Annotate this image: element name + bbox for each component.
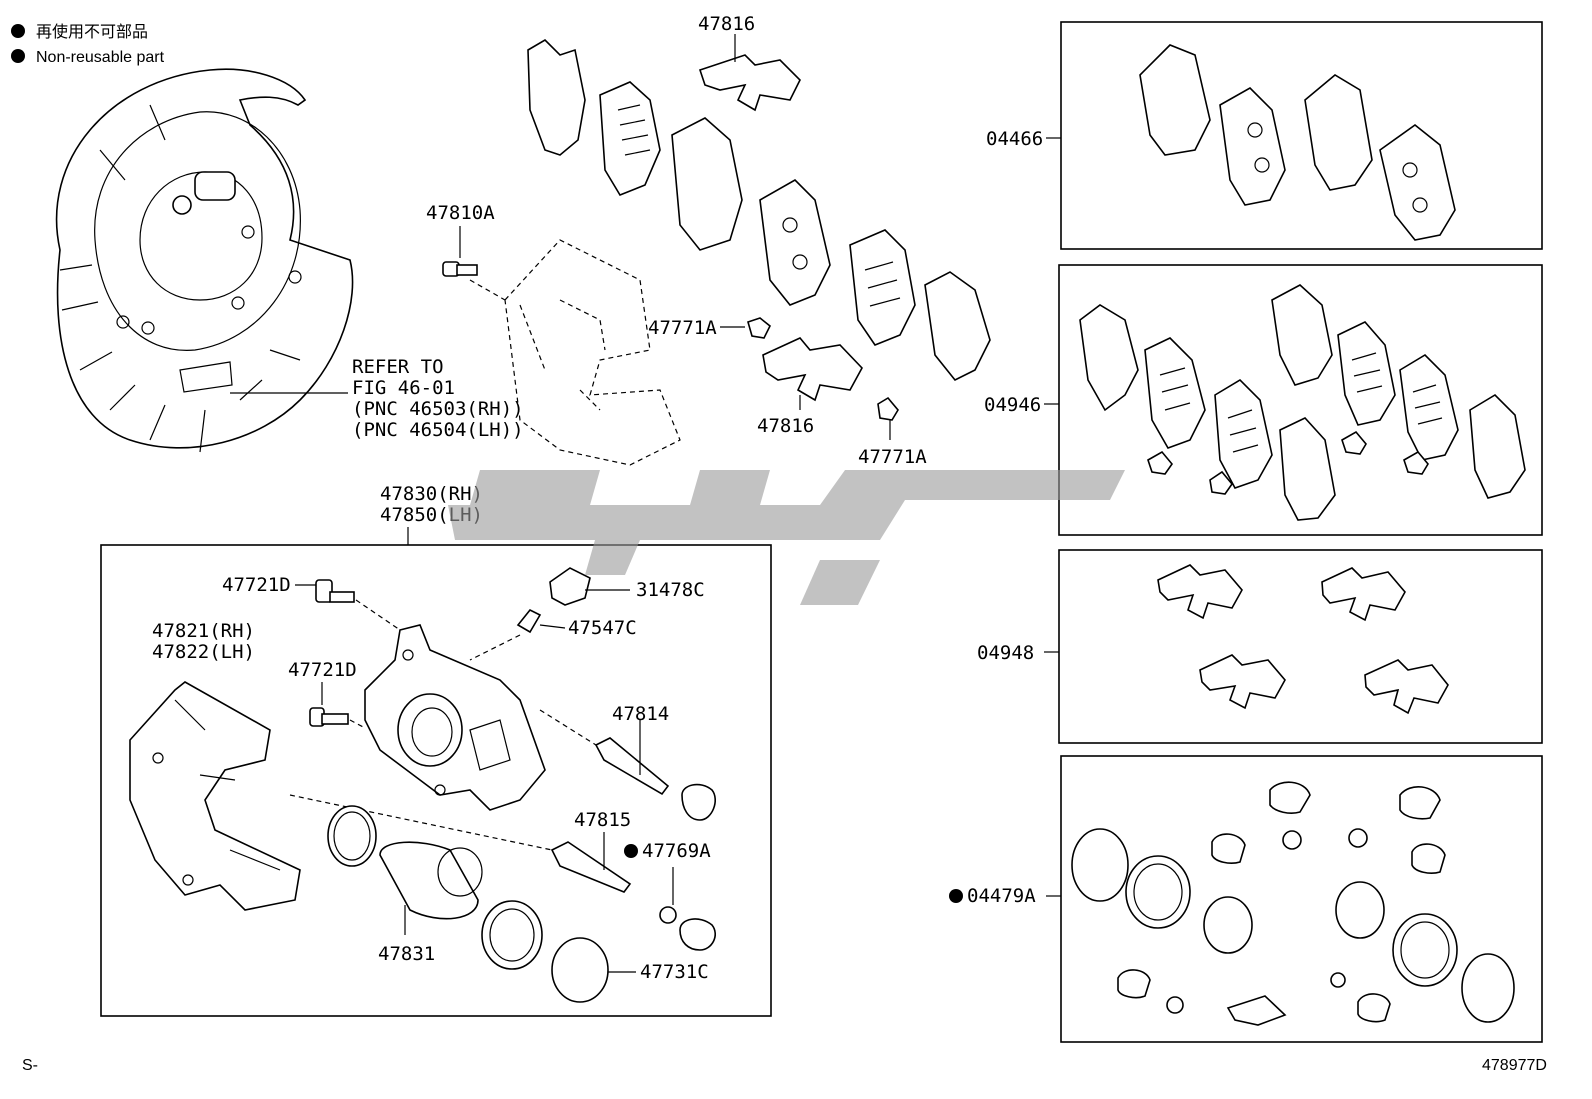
backing-plate-drawing bbox=[55, 68, 354, 453]
bracket-drawing bbox=[129, 681, 301, 911]
part-label-47830: 47830(RH) bbox=[380, 483, 483, 505]
kit-box-04479A bbox=[1060, 755, 1543, 1043]
bolt-a-drawing bbox=[315, 579, 355, 603]
bleeder-screw-drawing bbox=[516, 608, 542, 634]
non-reusable-bullet-icon bbox=[11, 49, 25, 63]
svg-text:REFER TO: REFER TO bbox=[352, 356, 444, 378]
clip-b-drawing bbox=[877, 396, 899, 421]
clip-a-drawing bbox=[747, 317, 772, 339]
part-label-47731C: 47731C bbox=[640, 961, 709, 983]
non-reusable-bullet-icon bbox=[949, 889, 963, 903]
bolt-b-drawing bbox=[309, 707, 349, 727]
part-label-47721D-b: 47721D bbox=[288, 659, 357, 681]
kit-label-04948: 04948 bbox=[977, 642, 1034, 664]
svg-text:(PNC 46504(LH)): (PNC 46504(LH)) bbox=[352, 419, 524, 441]
kit-04948-shims-drawing bbox=[1157, 564, 1449, 715]
bleeder-cap-drawing bbox=[549, 567, 591, 606]
kit-label-04946: 04946 bbox=[984, 394, 1041, 416]
kit-label-04479A: 04479A bbox=[967, 885, 1036, 907]
kit-04946-pads-drawing bbox=[1079, 284, 1526, 521]
part-label-47831: 47831 bbox=[378, 943, 435, 965]
kit-box-04946 bbox=[1058, 264, 1543, 536]
guide-pin-b-drawing bbox=[550, 841, 716, 951]
part-label-31478C: 31478C bbox=[636, 579, 705, 601]
part-label-47816-top: 47816 bbox=[698, 13, 755, 35]
legend-english: Non-reusable part bbox=[36, 49, 165, 66]
part-label-47769A: 47769A bbox=[642, 840, 711, 862]
guide-pin-a-drawing bbox=[594, 737, 716, 821]
watermark-logo bbox=[448, 470, 1125, 605]
kit-04466-pads-drawing bbox=[1139, 44, 1456, 241]
caliper-mount-drawing bbox=[442, 239, 681, 466]
part-label-47771A-a: 47771A bbox=[648, 317, 717, 339]
caliper-body-drawing bbox=[364, 624, 546, 811]
shim-mid-drawing bbox=[762, 337, 863, 402]
kit-box-04948 bbox=[1058, 549, 1543, 744]
legend-japanese: 再使用不可部品 bbox=[36, 23, 148, 41]
part-label-47816-mid: 47816 bbox=[757, 415, 814, 437]
seals-drawing bbox=[327, 805, 609, 1003]
part-label-47821: 47821(RH) bbox=[152, 620, 255, 642]
part-label-47810A: 47810A bbox=[426, 202, 495, 224]
part-label-47814: 47814 bbox=[612, 703, 669, 725]
legend: 再使用不可部品 Non-reusable part bbox=[11, 23, 165, 66]
part-label-47771A-b: 47771A bbox=[858, 446, 927, 468]
figure-code: 478977D bbox=[1482, 1057, 1547, 1074]
leader bbox=[539, 624, 566, 629]
non-reusable-bullet-icon bbox=[11, 24, 25, 38]
part-label-47822: 47822(LH) bbox=[152, 641, 255, 663]
refer-note: REFER TO FIG 46-01 (PNC 46503(RH)) (PNC … bbox=[352, 356, 524, 441]
part-label-47815: 47815 bbox=[574, 809, 631, 831]
footer-left: S- bbox=[22, 1057, 38, 1074]
kit-box-04466 bbox=[1060, 21, 1543, 250]
svg-text:FIG 46-01: FIG 46-01 bbox=[352, 377, 455, 399]
kit-label-04466: 04466 bbox=[986, 128, 1043, 150]
svg-text:(PNC 46503(RH)): (PNC 46503(RH)) bbox=[352, 398, 524, 420]
caliper-assembly-box bbox=[100, 544, 772, 1017]
kit-04479A-seals-drawing bbox=[1071, 781, 1515, 1026]
non-reusable-bullet-icon bbox=[624, 844, 638, 858]
brake-pads-drawing bbox=[527, 38, 991, 382]
shim-top-drawing bbox=[698, 54, 801, 112]
part-label-47721D-a: 47721D bbox=[222, 574, 291, 596]
part-label-47547C: 47547C bbox=[568, 617, 637, 639]
